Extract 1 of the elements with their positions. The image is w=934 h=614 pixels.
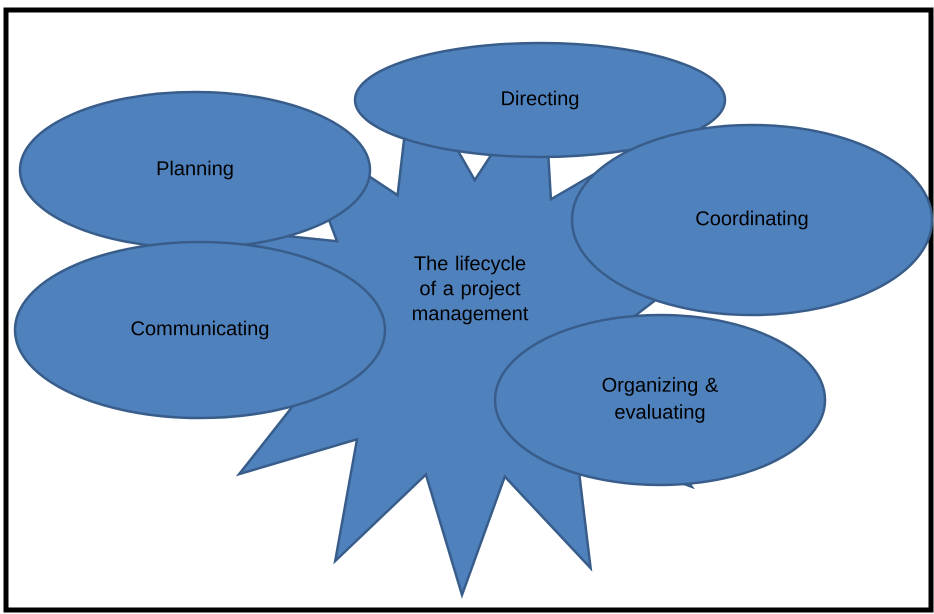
- node-label: Coordinating: [696, 210, 808, 230]
